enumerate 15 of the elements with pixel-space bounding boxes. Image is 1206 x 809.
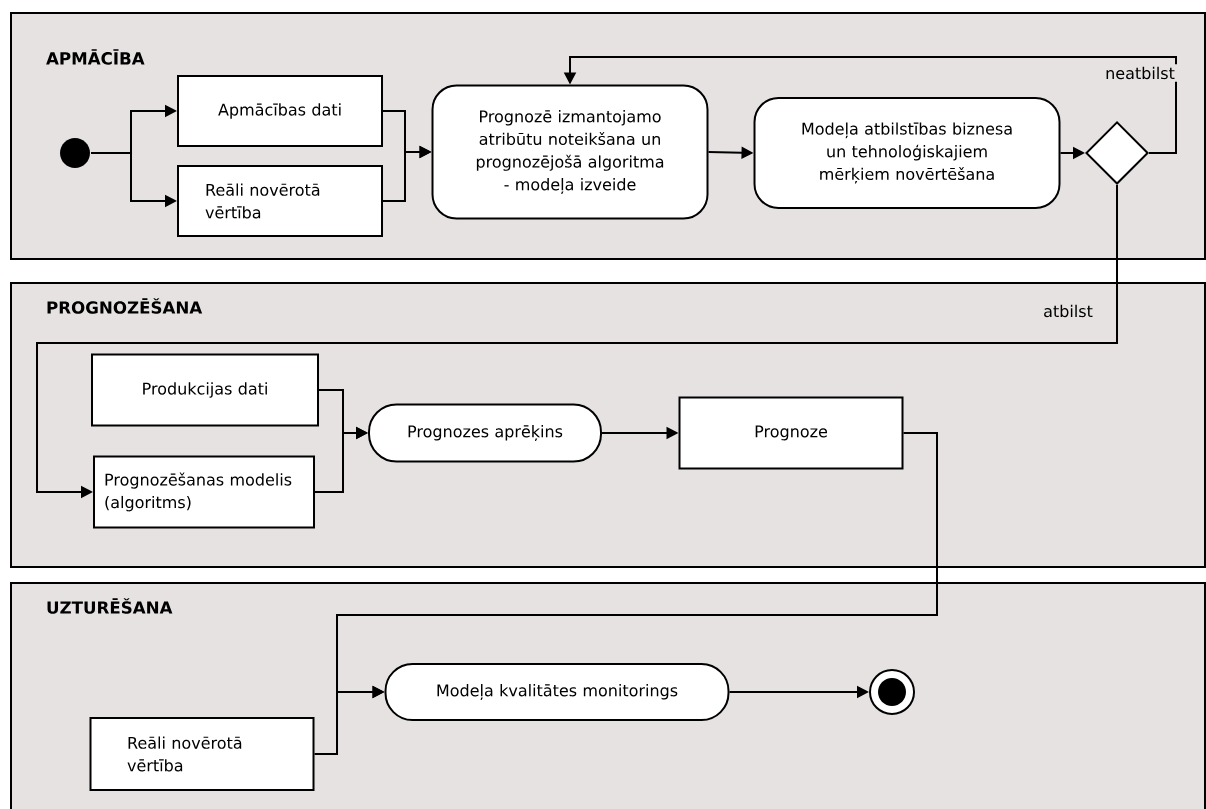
activity-box: Modeļa kvalitātes monitorings xyxy=(384,663,730,721)
edge-label: neatbilst xyxy=(1102,64,1178,82)
process-box: Apmācības dati xyxy=(177,75,383,147)
process-box: Reāli novērotā vērtība xyxy=(177,165,383,237)
edge-label: atbilst xyxy=(1040,302,1096,320)
final-node xyxy=(869,669,915,715)
start-node xyxy=(60,138,90,168)
activity-box: Prognozē izmantojamo atribūtu noteikšana un prognozējošā algoritma - modeļa izveide xyxy=(431,84,709,220)
process-box: Produkcijas dati xyxy=(91,353,319,427)
process-box: Prognoze xyxy=(678,396,904,470)
decision-diamond xyxy=(1085,121,1149,185)
process-box: Reāli novērotā vērtība xyxy=(89,717,315,791)
activity-box: Prognozes aprēķins xyxy=(368,403,602,463)
activity-box: Modeļa atbilstības biznesa un tehnoloģiskajiem mērķiem novērtēšana xyxy=(753,97,1061,209)
process-box: Prognozēšanas modelis (algoritms) xyxy=(93,455,315,529)
